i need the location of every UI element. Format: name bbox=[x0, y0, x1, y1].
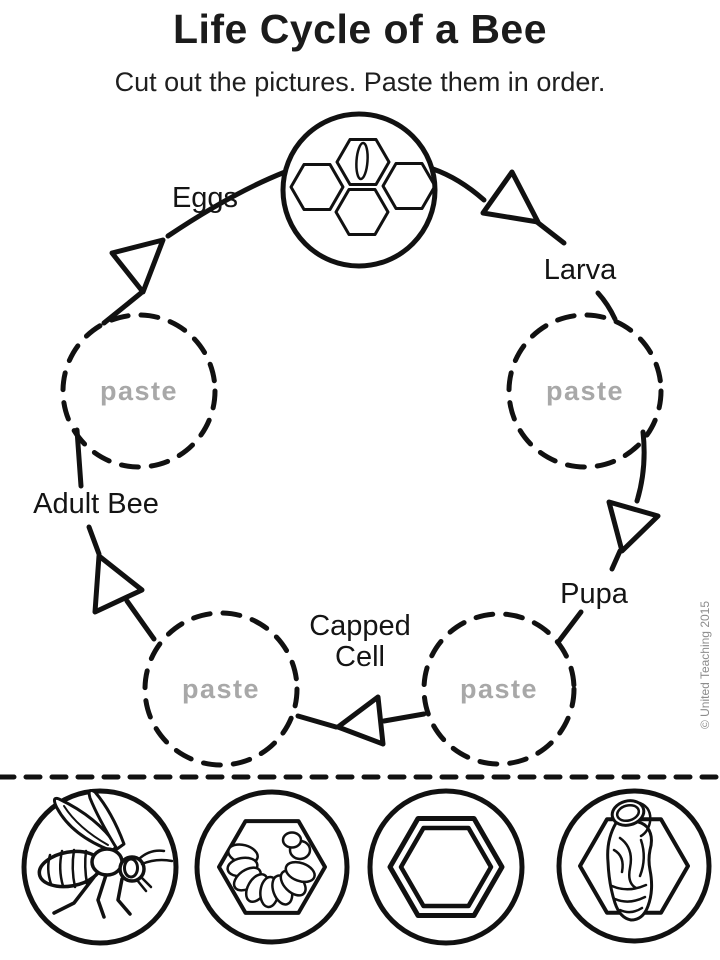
cutout-adult-bee bbox=[21, 788, 179, 946]
paste-zone-adult-bee bbox=[60, 312, 218, 470]
arrow-to-adult-bee-icon bbox=[92, 553, 145, 615]
larva-icon bbox=[217, 819, 327, 915]
bee-icon bbox=[37, 789, 174, 919]
stage-label-pupa: Pupa bbox=[560, 578, 628, 610]
paste-zone-circles bbox=[60, 312, 664, 768]
eggs-picture-circle bbox=[280, 111, 438, 269]
stage-label-capped-cell-line1: Capped bbox=[309, 610, 411, 642]
stage-label-adult-bee: Adult Bee bbox=[33, 488, 159, 520]
arrow-to-larva-icon bbox=[480, 169, 541, 225]
paste-zone-capped-cell bbox=[142, 610, 300, 768]
arrow-to-capped-cell-icon bbox=[335, 694, 386, 747]
stage-label-eggs: Eggs bbox=[171, 182, 239, 214]
cycle-connector-lines bbox=[74, 166, 647, 730]
paste-zone-label-capped-cell: paste bbox=[181, 674, 261, 704]
paste-zone-label-pupa: paste bbox=[459, 674, 539, 704]
arrow-to-pupa-icon bbox=[606, 499, 661, 554]
paste-zone-label-larva: paste bbox=[545, 376, 625, 406]
cutout-capped-cell bbox=[367, 788, 525, 946]
stage-label-capped-cell-line2: Cell bbox=[335, 641, 385, 673]
stage-label-larva: Larva bbox=[543, 254, 617, 286]
stage-label-capped-cell: Capped Cell bbox=[290, 611, 430, 673]
paste-zone-larva bbox=[506, 312, 664, 470]
paste-zone-label-adult-bee: paste bbox=[99, 376, 179, 406]
arrow-to-eggs-icon bbox=[109, 237, 166, 295]
copyright-text: © United Teaching 2015 bbox=[698, 600, 712, 730]
capped-cell-icon bbox=[387, 816, 505, 918]
paste-zone-pupa bbox=[421, 611, 577, 767]
egg-cells-icon bbox=[289, 138, 437, 236]
cutout-pupa-in-cell bbox=[556, 788, 712, 944]
cutout-larva-in-cell bbox=[194, 789, 350, 945]
cycle-arrow-icons bbox=[92, 169, 661, 747]
instructions-text: Cut out the pictures. Paste them in orde… bbox=[114, 67, 606, 97]
worksheet-title: Life Cycle of a Bee bbox=[172, 6, 548, 52]
pupa-icon bbox=[578, 799, 690, 922]
